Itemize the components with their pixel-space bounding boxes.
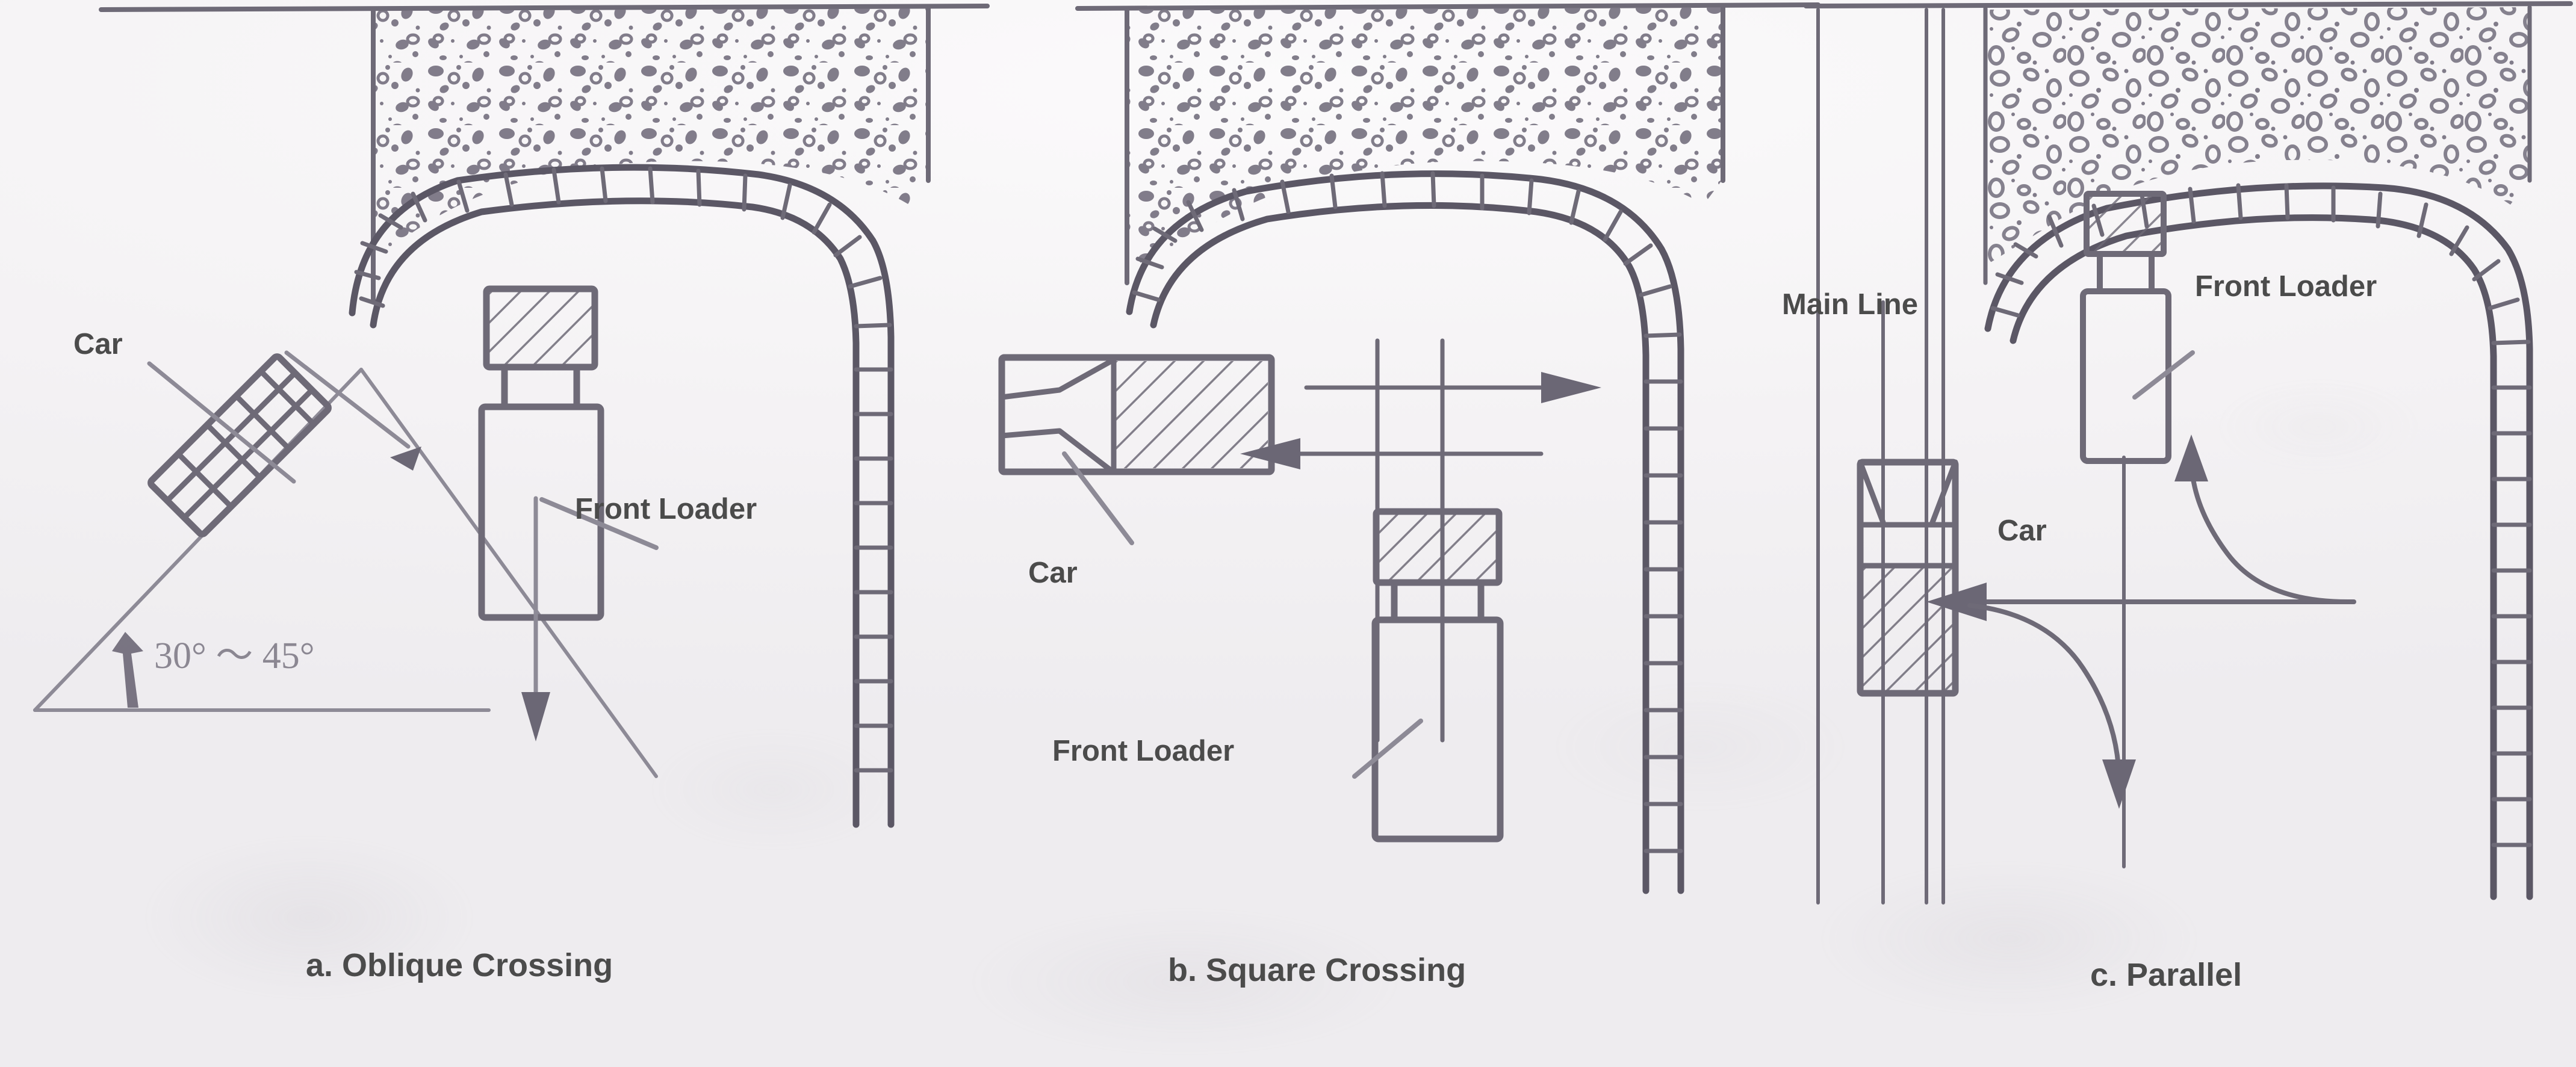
retaining-wall-b	[1126, 170, 1684, 894]
front-loader-symbol-b	[1352, 508, 1504, 843]
travel-arrows-c	[1926, 435, 2356, 868]
aggregate-stockpile-b	[1125, 5, 1725, 285]
main-line-track-c	[1816, 8, 1945, 905]
panel-a-oblique-crossing: Car Front Loader 30° ～ 45° a. Oblique Cr…	[33, 4, 990, 983]
caption-panel-a: a. Oblique Crossing	[306, 947, 613, 983]
car-symbol-c	[1857, 459, 1959, 697]
caption-panel-b: b. Square Crossing	[1168, 952, 1466, 988]
label-front-loader-c: Front Loader	[2195, 270, 2377, 303]
label-front-loader-a: Front Loader	[575, 493, 757, 525]
label-car-c: Car	[1997, 515, 2047, 547]
retaining-wall-a	[349, 164, 895, 828]
car-symbol-b	[998, 354, 1275, 545]
label-angle-range-a: 30° ～ 45°	[154, 636, 315, 676]
panel-b-square-crossing: Car Front Loader b. Square Crossing	[998, 2, 1820, 988]
caption-panel-c: c. Parallel	[2090, 957, 2242, 993]
front-loader-symbol-c	[2080, 191, 2195, 464]
label-car-b: Car	[1028, 557, 1078, 589]
aggregate-stockpile-a	[371, 6, 931, 303]
label-main-line-c: Main Line	[1782, 288, 1918, 321]
aggregate-stockpile-c	[1983, 5, 2532, 285]
label-car-a: Car	[73, 328, 123, 360]
label-front-loader-b: Front Loader	[1052, 735, 1234, 767]
front-loader-symbol-a	[478, 285, 659, 741]
panel-c-parallel: Main Line Car Front Loader c. Parallel	[1782, 1, 2573, 993]
car-symbol-a	[147, 353, 332, 537]
angle-triangle-a	[33, 368, 658, 778]
